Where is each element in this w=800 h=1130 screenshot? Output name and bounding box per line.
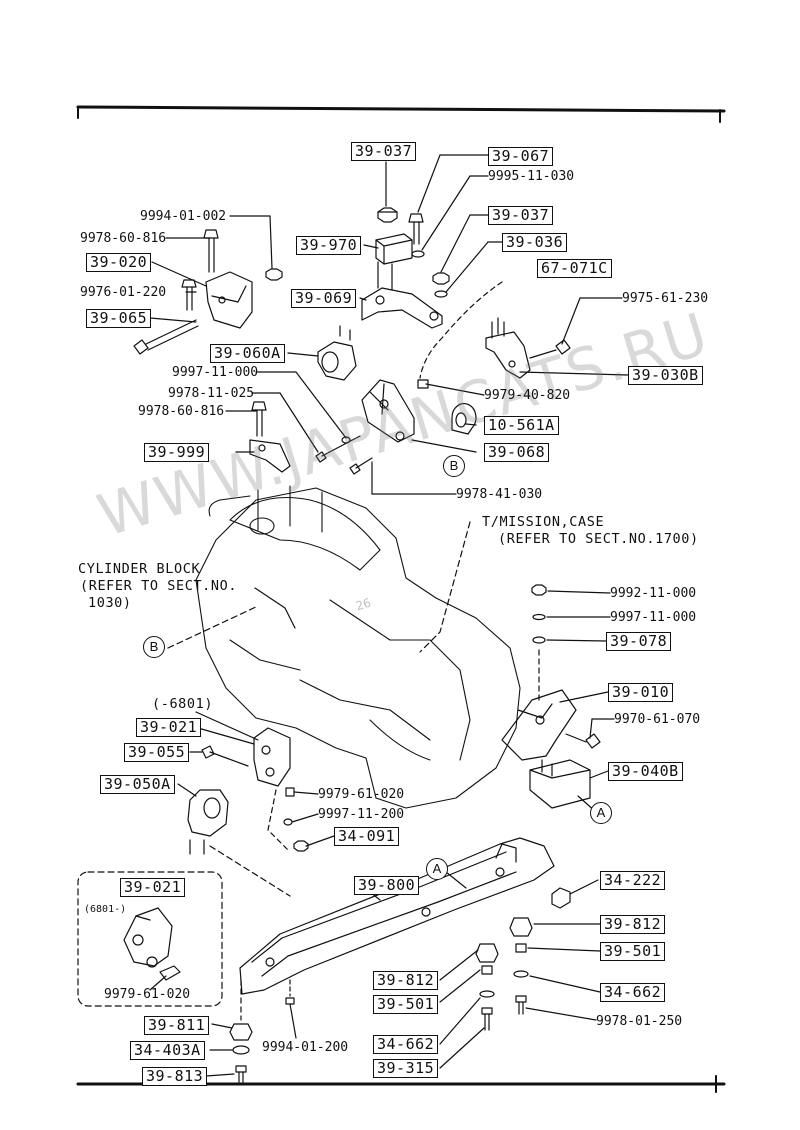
part-9994-01-002[interactable]: 9994-01-002 — [140, 209, 227, 224]
inset-box — [77, 871, 223, 1007]
part-9997-11-200[interactable]: 9997-11-200 — [318, 807, 405, 822]
bracket-39-010 — [501, 689, 577, 761]
mount-39-040B — [529, 759, 591, 809]
bolt-39-055 — [201, 745, 249, 767]
bolt-9976-01-220 — [181, 279, 197, 311]
marker-a-crossmember: A — [426, 858, 448, 880]
callout-39-067[interactable]: 39-067 — [488, 147, 554, 166]
inset-bracket — [123, 907, 181, 981]
part-9978-60-816-top[interactable]: 9978-60-816 — [80, 231, 167, 246]
bolt-9975-61-230 — [529, 339, 571, 359]
part-9970-61-070[interactable]: 9970-61-070 — [614, 712, 701, 727]
callout-39-037-top[interactable]: 39-037 — [351, 142, 417, 161]
mount-39-812-mid — [475, 943, 499, 963]
callout-39-999[interactable]: 39-999 — [144, 443, 210, 462]
callout-39-055[interactable]: 39-055 — [124, 743, 190, 762]
part-9979-61-020[interactable]: 9979-61-020 — [318, 787, 405, 802]
stopper-39-970 — [375, 233, 413, 265]
nut-39-037-top — [377, 207, 398, 223]
callout-39-812-right[interactable]: 39-812 — [600, 915, 666, 934]
bracket-39-069 — [361, 261, 443, 329]
part-9979-61-020-inset[interactable]: 9979-61-020 — [104, 987, 191, 1002]
part-9995-11-030[interactable]: 9995-11-030 — [488, 169, 575, 184]
part-9997-11-000-right[interactable]: 9997-11-000 — [610, 610, 697, 625]
mount-39-812-right — [509, 917, 533, 937]
bolt-39-065 — [133, 319, 199, 355]
callout-39-078[interactable]: 39-078 — [606, 632, 672, 651]
callout-34-091[interactable]: 34-091 — [334, 827, 400, 846]
callout-39-060A[interactable]: 39-060A — [210, 344, 285, 363]
callout-39-812-mid[interactable]: 39-812 — [373, 971, 439, 990]
callout-39-811[interactable]: 39-811 — [144, 1016, 210, 1035]
bracket-39-021 — [253, 727, 291, 787]
callout-39-021[interactable]: 39-021 — [136, 718, 202, 737]
marker-b-top: B — [443, 455, 465, 477]
seal-10-561A — [451, 403, 477, 435]
bolt-9970-61-070 — [565, 733, 601, 749]
callout-39-020[interactable]: 39-020 — [86, 253, 152, 272]
callout-39-068[interactable]: 39-068 — [484, 443, 550, 462]
callout-39-037-right[interactable]: 39-037 — [488, 206, 554, 225]
part-9978-60-816-mid[interactable]: 9978-60-816 — [138, 404, 225, 419]
part-9978-01-250[interactable]: 9978-01-250 — [596, 1014, 683, 1029]
note-tmission-title: T/MISSION,CASE — [482, 514, 605, 530]
callout-39-021-inset[interactable]: 39-021 — [120, 878, 186, 897]
bolt-9978-60-816 — [203, 229, 219, 273]
callout-39-010[interactable]: 39-010 — [608, 683, 674, 702]
note-cylinder-ref: (REFER TO SECT.NO. — [80, 578, 238, 594]
note-cylinder-title: CYLINDER BLOCK — [78, 561, 201, 577]
engine-block-outline — [195, 485, 521, 809]
callout-39-813[interactable]: 39-813 — [142, 1067, 208, 1086]
mount-39-050A — [187, 789, 229, 855]
callout-67-071C[interactable]: 67-071C — [537, 259, 612, 278]
bracket-39-030B — [485, 317, 531, 379]
bracket-39-020 — [205, 271, 253, 329]
callout-39-050A[interactable]: 39-050A — [100, 775, 175, 794]
part-9997-11-000-top[interactable]: 9997-11-000 — [172, 365, 259, 380]
callout-39-501-right[interactable]: 39-501 — [600, 942, 666, 961]
part-9992-11-000[interactable]: 9992-11-000 — [610, 586, 697, 601]
note-range: (-6801) — [152, 696, 214, 712]
callout-39-800[interactable]: 39-800 — [354, 876, 420, 895]
callout-39-501-mid[interactable]: 39-501 — [373, 995, 439, 1014]
part-9979-40-820[interactable]: 9979-40-820 — [484, 388, 571, 403]
bolt-39-067 — [408, 213, 424, 245]
callout-34-403A[interactable]: 34-403A — [130, 1041, 205, 1060]
marker-a-right: A — [590, 802, 612, 824]
callout-34-662-mid[interactable]: 34-662 — [373, 1035, 439, 1054]
part-9976-01-220[interactable]: 9976-01-220 — [80, 285, 167, 300]
part-9975-61-230[interactable]: 9975-61-230 — [622, 291, 709, 306]
callout-39-040B[interactable]: 39-040B — [608, 762, 683, 781]
part-9978-41-030[interactable]: 9978-41-030 — [456, 487, 543, 502]
callout-39-030B[interactable]: 39-030B — [628, 366, 703, 385]
part-9978-11-025[interactable]: 9978-11-025 — [168, 386, 255, 401]
crossmember-39-800 — [239, 837, 555, 995]
callout-34-662-right[interactable]: 34-662 — [600, 983, 666, 1002]
callout-39-970[interactable]: 39-970 — [296, 236, 362, 255]
bracket-39-068 — [361, 379, 415, 443]
callout-34-222[interactable]: 34-222 — [600, 871, 666, 890]
callout-39-065[interactable]: 39-065 — [86, 309, 152, 328]
callout-10-561A[interactable]: 10-561A — [484, 416, 559, 435]
marker-b-left: B — [143, 636, 165, 658]
plate-39-999 — [249, 439, 291, 473]
mount-39-060A — [317, 325, 357, 381]
note-cylinder-ref-num: 1030) — [88, 595, 132, 611]
note-inset-range: (6801-) — [84, 904, 127, 915]
note-tmission-ref: (REFER TO SECT.NO.1700) — [498, 531, 699, 547]
callout-39-069[interactable]: 39-069 — [291, 289, 357, 308]
top-frame-line — [76, 105, 726, 113]
callout-39-036[interactable]: 39-036 — [502, 233, 568, 252]
callout-39-315[interactable]: 39-315 — [373, 1059, 439, 1078]
part-9994-01-200[interactable]: 9994-01-200 — [262, 1040, 349, 1055]
